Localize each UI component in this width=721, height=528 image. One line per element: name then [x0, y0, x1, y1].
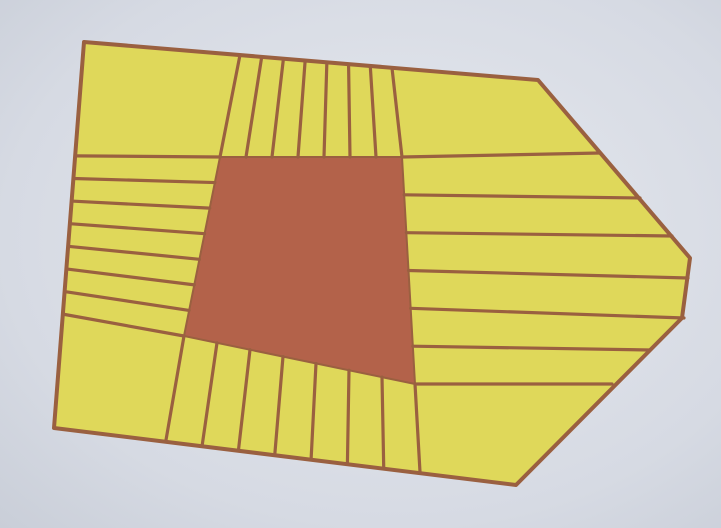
bottom-strip-divider [236, 348, 252, 451]
plot-boundary-outline [52, 40, 692, 487]
bottom-strip-divider [309, 361, 318, 460]
left-strip-divider [66, 244, 202, 261]
bottom-strip-divider [380, 375, 386, 470]
strip-dividers [61, 53, 690, 474]
right-strip-divider [406, 268, 690, 280]
right-strip-divider [411, 344, 652, 352]
top-strip-divider [244, 55, 264, 159]
top-strip-divider [368, 64, 378, 159]
left-band-bottom-edge [61, 312, 186, 338]
top-strip-divider [346, 62, 352, 159]
right-strip-divider [409, 306, 686, 320]
left-strip-divider [63, 289, 191, 313]
bottom-strip-divider [345, 368, 351, 465]
right-strip-divider [404, 231, 674, 238]
top-strip-divider [270, 57, 286, 159]
left-strip-divider [68, 222, 207, 236]
right-strip-divider [402, 193, 642, 200]
top-strip-divider [296, 58, 307, 159]
bottom-band-left-edge [164, 334, 186, 442]
left-strip-divider [70, 199, 212, 210]
left-band-top-edge [73, 154, 222, 159]
bottom-strip-divider [273, 354, 285, 456]
top-strip-divider [322, 60, 329, 159]
left-strip-divider [64, 267, 196, 287]
top-band-left-edge [218, 53, 242, 159]
bottom-strip-divider [200, 341, 219, 447]
left-strip-divider [71, 176, 217, 185]
right-band-top-edge [400, 151, 602, 159]
bottom-band-right-edge [413, 382, 422, 474]
top-band-right-edge [390, 66, 404, 159]
